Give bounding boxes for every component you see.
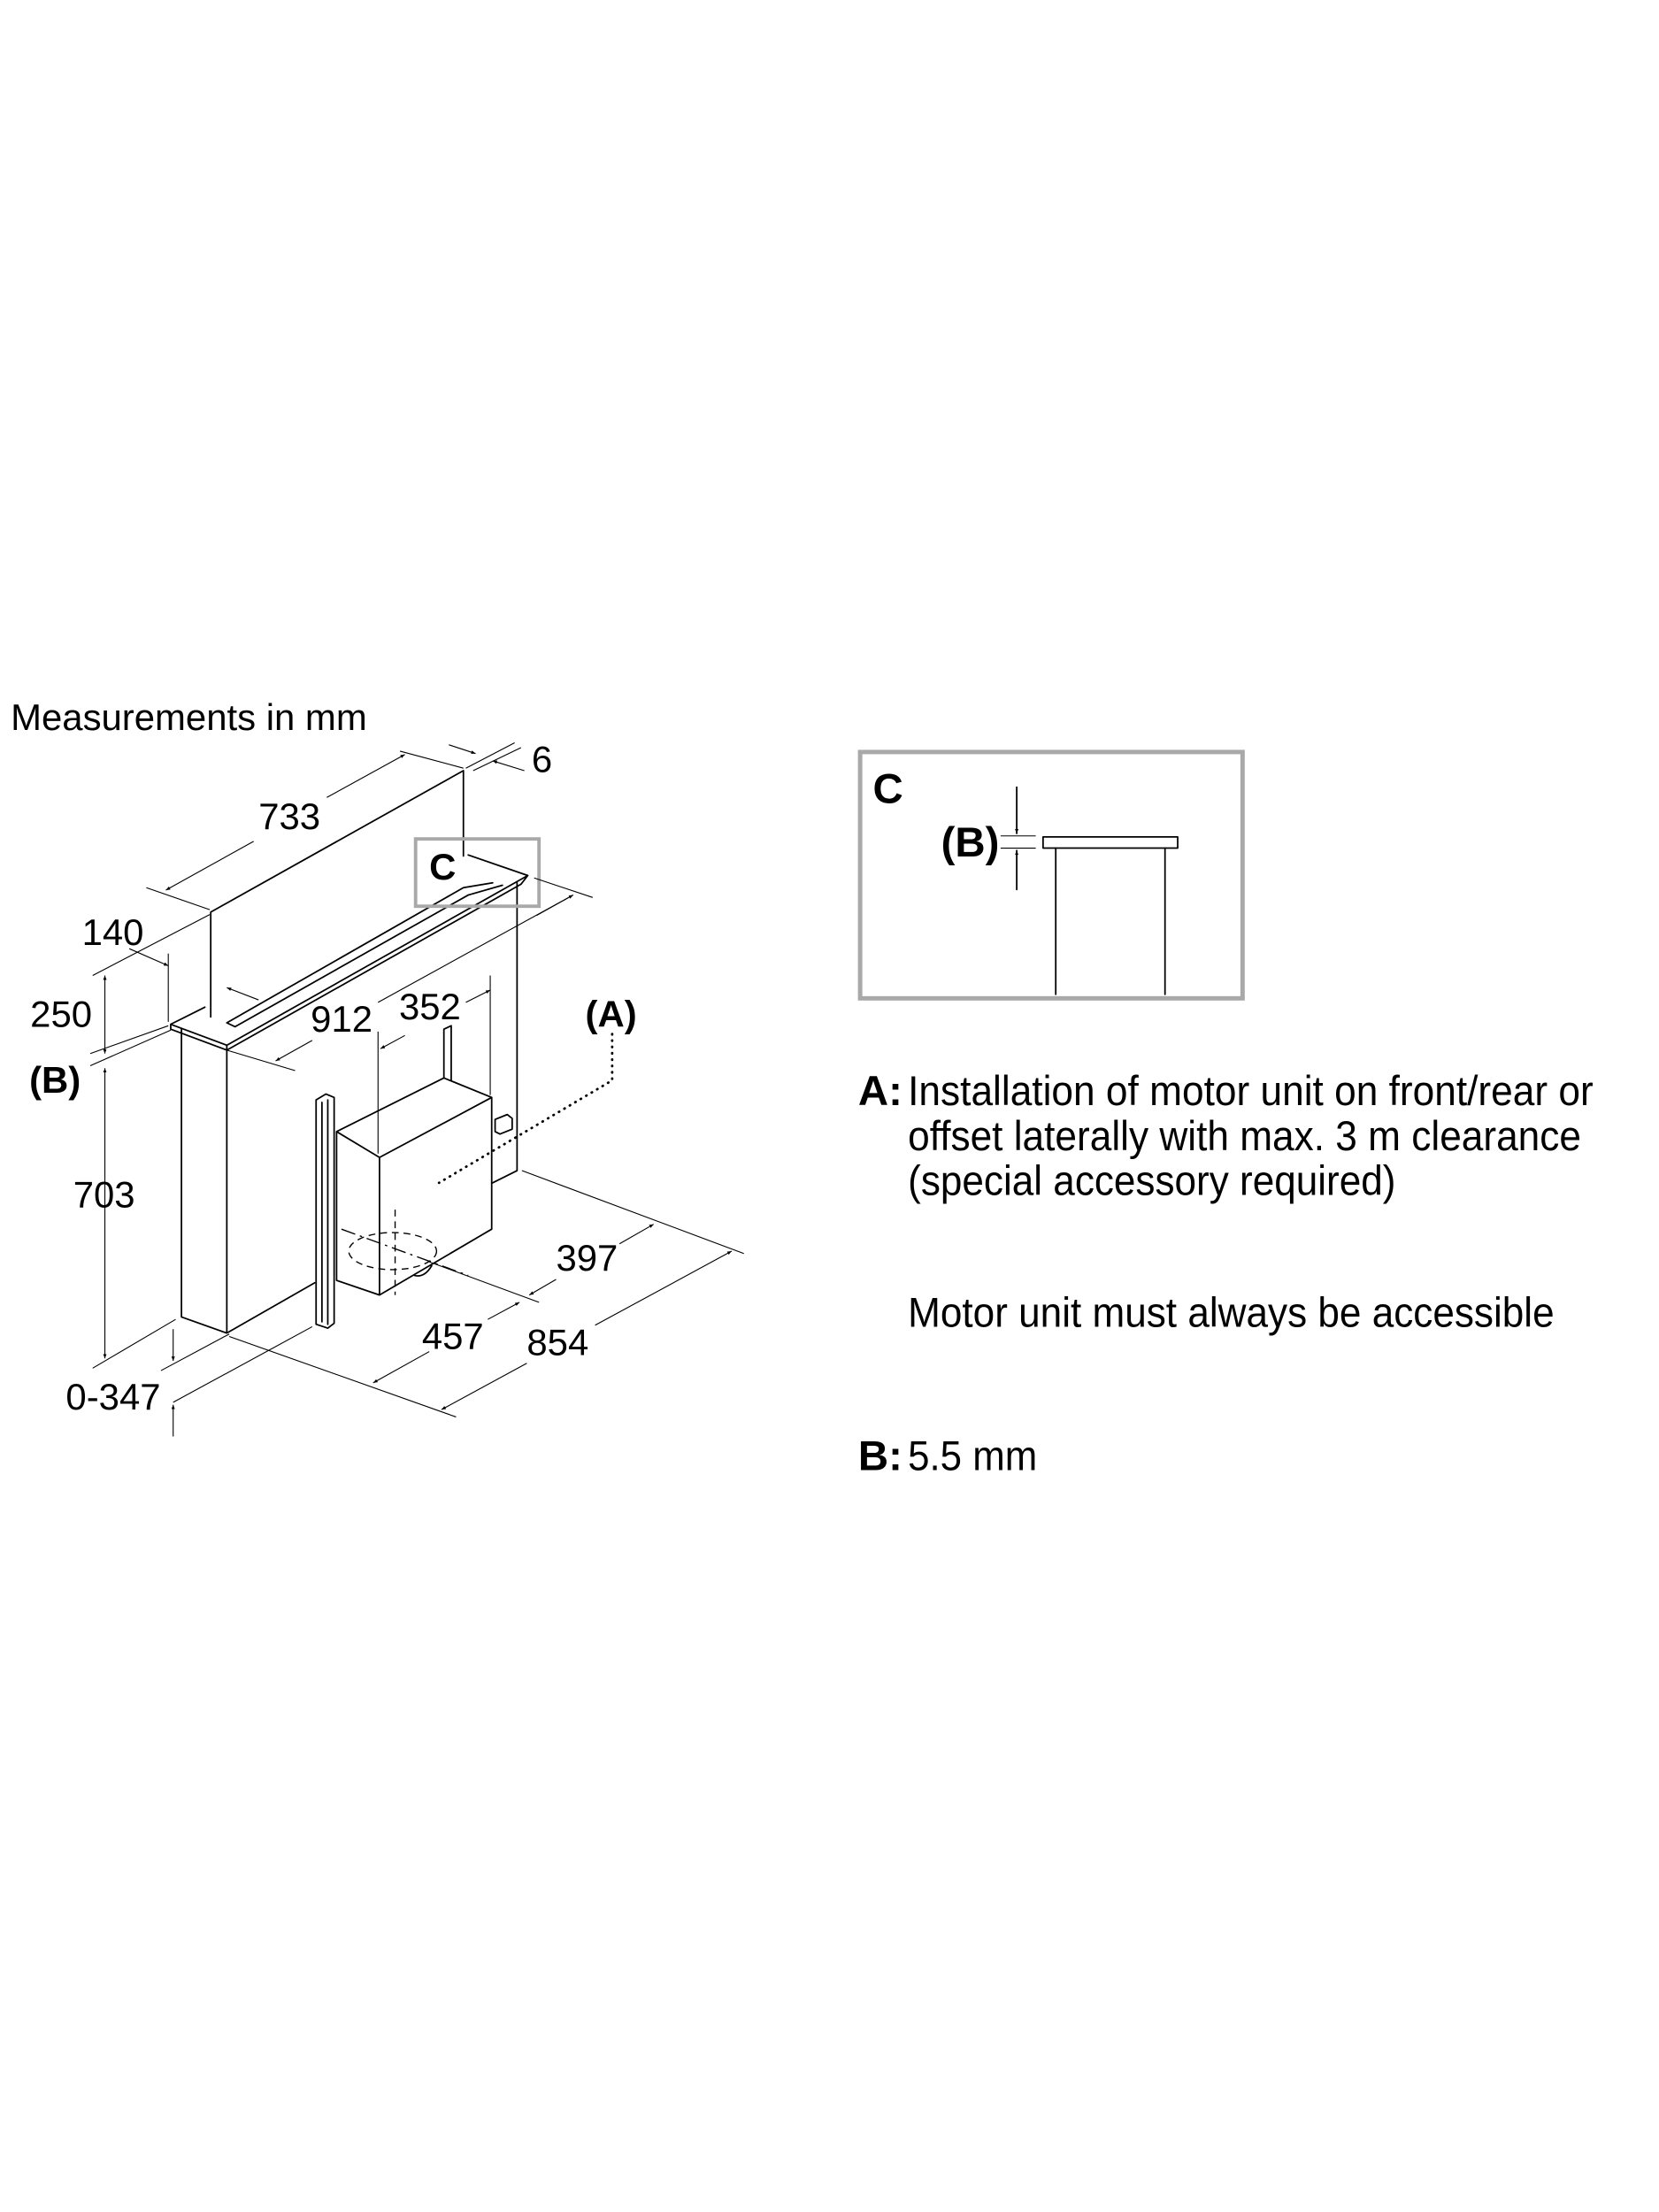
extension-line	[160, 1325, 313, 1403]
dim-854: 854	[526, 1321, 588, 1363]
dim-6-arrow	[492, 760, 525, 772]
extension-line	[1000, 835, 1036, 849]
dim-6-arrow	[449, 744, 476, 755]
label-b: (B)	[29, 1059, 81, 1101]
note-a-line3: (special accessory required)	[908, 1158, 1395, 1205]
note-motor-accessible: Motor unit must always be accessible	[908, 1289, 1554, 1336]
dim-140: 140	[82, 911, 144, 953]
detail-c-title: C	[872, 765, 902, 812]
duct-stub	[442, 1025, 452, 1081]
extension-line	[377, 975, 491, 1154]
dim-6: 6	[532, 739, 552, 780]
measurements-title: Measurements in mm	[11, 696, 367, 738]
air-slot	[226, 881, 503, 1028]
housing-body	[180, 881, 518, 1334]
dim-0-347: 0-347	[65, 1376, 160, 1417]
dim-703: 703	[73, 1173, 135, 1215]
glass-panel	[210, 770, 465, 1018]
note-a-line2: offset laterally with max. 3 m clearance	[908, 1113, 1581, 1160]
extension-line	[146, 750, 464, 910]
leader-a	[437, 1033, 614, 1185]
extension-line	[465, 742, 522, 772]
dim-457: 457	[422, 1315, 484, 1356]
dim-140-arrow	[227, 987, 259, 1001]
top-trim	[170, 854, 529, 1051]
dim-352-arrow	[465, 989, 491, 1003]
dim-912-arrow	[536, 895, 574, 917]
extension-line	[227, 877, 594, 1071]
motor-unit	[335, 1077, 493, 1296]
main-drawing: Measurements in mm C 733 6	[11, 696, 744, 1437]
detail-housing	[1055, 847, 1166, 995]
extension-line	[92, 1318, 176, 1369]
dim-733: 733	[258, 795, 320, 837]
note-b-key: B:	[858, 1432, 902, 1479]
note-a-line1: Installation of motor unit on front/rear…	[908, 1068, 1594, 1115]
dim-140-arrow	[128, 948, 169, 966]
dim-250: 250	[30, 993, 92, 1034]
dim-912: 912	[311, 998, 373, 1040]
label-a: (A)	[586, 993, 637, 1034]
dim-733-line	[165, 755, 404, 890]
detail-c-box	[857, 749, 1245, 1001]
note-b-value: 5.5 mm	[908, 1432, 1037, 1479]
detail-c-label: C	[429, 846, 456, 887]
duct-pipe	[315, 1093, 335, 1329]
detail-b-label: (B)	[941, 819, 1000, 866]
dim-352: 352	[399, 986, 461, 1027]
detail-and-notes: C (B) A: Installation of motor unit on f…	[857, 749, 1594, 1479]
detail-c-frame	[413, 837, 541, 909]
note-a-key: A:	[858, 1068, 902, 1115]
outlet-ellipse	[348, 1232, 438, 1271]
dim-397: 397	[556, 1237, 618, 1279]
dim-854-line	[442, 1251, 732, 1409]
extension-line	[228, 1170, 744, 1417]
outlet	[413, 1264, 433, 1277]
detail-trim-plate	[1041, 835, 1179, 849]
dim-352-arrow	[380, 1034, 405, 1049]
connector	[494, 1113, 513, 1135]
